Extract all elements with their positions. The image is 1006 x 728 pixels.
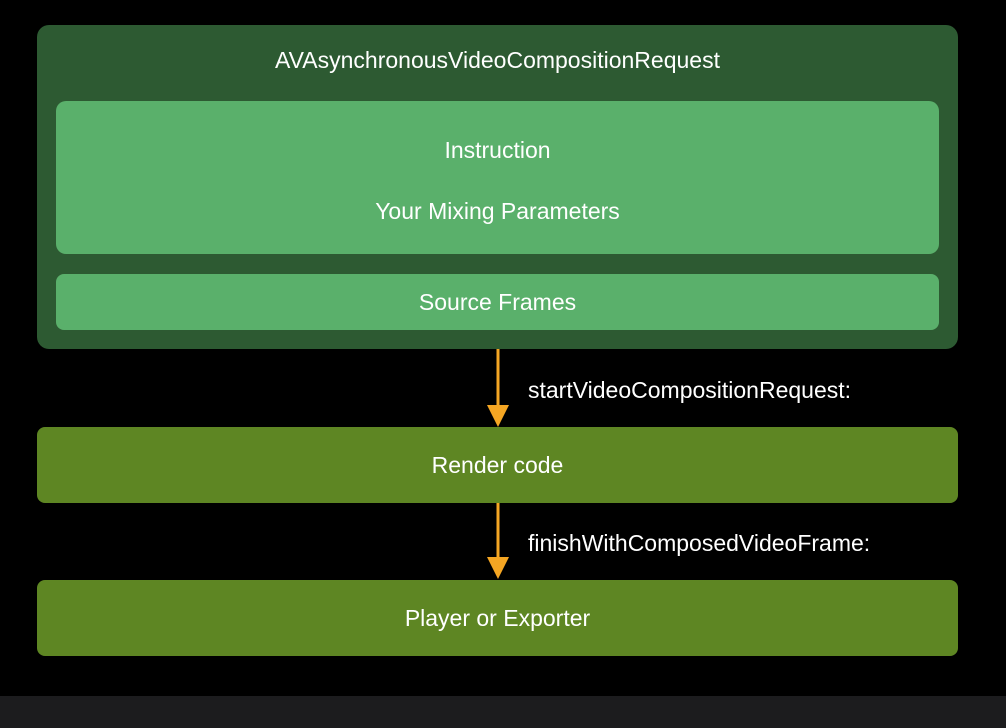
- av-request-title: AVAsynchronousVideoCompositionRequest: [275, 47, 720, 73]
- mixing-parameters-label: Your Mixing Parameters: [375, 198, 620, 224]
- instruction-box: Instruction Your Mixing Parameters: [56, 101, 939, 254]
- arrow-to-player: [487, 503, 509, 579]
- player-exporter-label: Player or Exporter: [404, 604, 591, 631]
- arrow-to-render-code: [487, 349, 509, 427]
- footer-band: [0, 696, 1006, 728]
- finish-frame-label: finishWithComposedVideoFrame:: [528, 530, 871, 556]
- source-frames-label: Source Frames: [418, 288, 577, 315]
- instruction-label: Instruction: [444, 137, 551, 163]
- player-exporter-box: Player or Exporter: [37, 580, 958, 656]
- av-request-container: AVAsynchronousVideoCompositionRequest In…: [37, 25, 958, 349]
- render-code-label: Render code: [431, 451, 564, 478]
- start-request-label: startVideoCompositionRequest:: [528, 377, 852, 403]
- source-frames-box: Source Frames: [56, 274, 939, 330]
- render-code-box: Render code: [37, 427, 958, 503]
